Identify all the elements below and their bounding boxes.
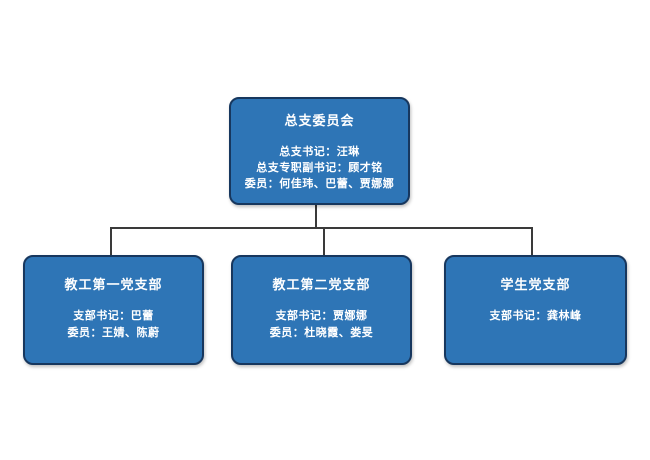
org-node-detail-line: 总支书记：汪琳 (279, 146, 360, 158)
org-node-faculty-second-branch[interactable]: 教工第二党支部 支部书记：贾娜娜 委员：杜晓霞、娄旻 (231, 255, 412, 365)
org-node-details: 总支书记：汪琳 总支专职副书记：顾才铭 委员：何佳玮、巴蕾、贾娜娜 (231, 144, 408, 192)
org-node-detail-line: 委员：何佳玮、巴蕾、贾娜娜 (244, 178, 395, 190)
org-node-detail-line: 支部书记：贾娜娜 (275, 310, 368, 322)
org-node-details: 支部书记：龚林峰 (446, 308, 625, 325)
connector-root-stem (315, 205, 317, 229)
org-node-title: 学生党支部 (500, 277, 571, 292)
org-node-detail-line: 支部书记：龚林峰 (489, 310, 582, 322)
org-node-details: 支部书记：贾娜娜 委员：杜晓霞、娄旻 (233, 308, 410, 342)
org-node-detail-line: 总支专职副书记：顾才铭 (256, 162, 383, 174)
org-node-student-branch[interactable]: 学生党支部 支部书记：龚林峰 (444, 255, 627, 365)
org-node-title: 教工第二党支部 (272, 277, 371, 292)
org-node-detail-line: 委员：杜晓霞、娄旻 (269, 327, 374, 339)
org-node-faculty-first-branch[interactable]: 教工第一党支部 支部书记：巴蕾 委员：王婧、陈蔚 (23, 255, 204, 365)
connector-horizontal-bar (110, 227, 533, 229)
org-node-title: 教工第一党支部 (64, 277, 163, 292)
org-node-detail-line: 支部书记：巴蕾 (73, 310, 154, 322)
org-node-general-branch-committee[interactable]: 总支委员会 总支书记：汪琳 总支专职副书记：顾才铭 委员：何佳玮、巴蕾、贾娜娜 (229, 97, 410, 205)
connector-drop-branch-2 (323, 227, 325, 255)
org-node-detail-line: 委员：王婧、陈蔚 (67, 327, 160, 339)
connector-drop-branch-3 (531, 227, 533, 255)
org-node-title: 总支委员会 (284, 113, 355, 128)
connector-drop-branch-1 (110, 227, 112, 255)
org-node-details: 支部书记：巴蕾 委员：王婧、陈蔚 (25, 308, 202, 342)
